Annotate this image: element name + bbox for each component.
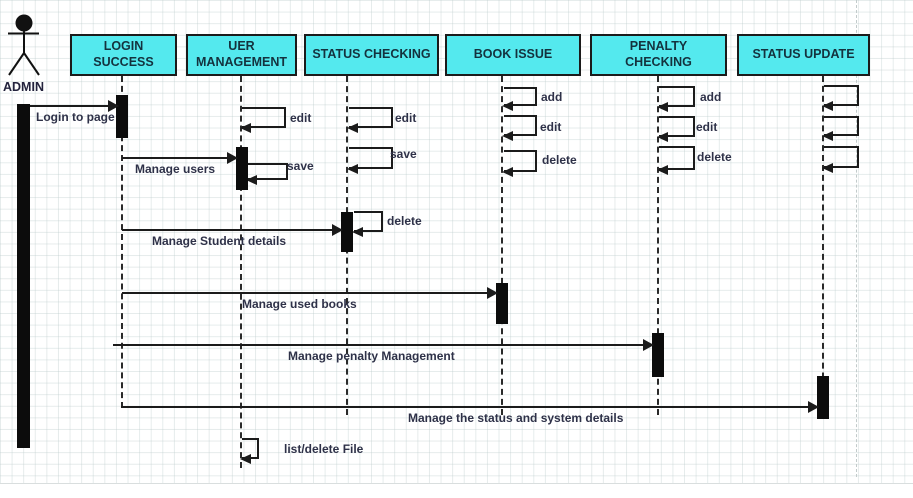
- message-manage-status-system-details: [121, 401, 819, 413]
- actor-label: ADMIN: [3, 80, 44, 94]
- lifeline-status-update: [822, 76, 824, 418]
- lifeline-uer-management: [240, 76, 242, 468]
- self-message-book-issue-add: [502, 87, 537, 111]
- self-message-label: edit: [290, 111, 312, 125]
- message-label: Manage used books: [242, 297, 357, 311]
- self-message-uer-list-delete-file: [240, 438, 259, 464]
- message-label: Manage the status and system details: [408, 411, 624, 425]
- lifeline-header-penalty-checking: PENALTY CHECKING: [590, 34, 727, 76]
- self-message-uer-edit: [240, 107, 286, 133]
- self-message-label: delete: [542, 153, 577, 167]
- self-message-status-update-2: [822, 116, 859, 141]
- page-boundary-horizontal: [0, 483, 913, 484]
- self-message-label: edit: [540, 120, 562, 134]
- self-message-label: edit: [395, 111, 417, 125]
- self-message-status-checking-save: [347, 147, 393, 174]
- self-message-label: delete: [387, 214, 422, 228]
- self-message-penalty-add: [657, 86, 695, 112]
- lifeline-header-uer-management: UER MANAGEMENT: [186, 34, 297, 76]
- activation-uer-management: [236, 147, 248, 190]
- lifeline-book-issue: [501, 76, 503, 415]
- actor-stick-figure-icon: [8, 14, 40, 76]
- lifeline-header-book-issue: BOOK ISSUE: [445, 34, 581, 76]
- activation-penalty-checking: [652, 333, 664, 377]
- lifeline-header-status-checking: STATUS CHECKING: [304, 34, 439, 76]
- activation-login-success: [116, 95, 128, 138]
- self-message-label: add: [700, 90, 722, 104]
- activation-status-update: [817, 376, 829, 419]
- lifeline-header-login-success: LOGIN SUCCESS: [70, 34, 177, 76]
- self-message-label: save: [287, 159, 314, 173]
- self-message-penalty-delete: [657, 146, 695, 175]
- activation-admin: [17, 104, 30, 448]
- message-login-to-page: [30, 100, 119, 112]
- activation-book-issue: [496, 283, 508, 324]
- lifeline-penalty-checking: [657, 76, 659, 415]
- message-manage-penalty-management: [113, 339, 654, 351]
- self-message-status-update-3: [822, 146, 859, 173]
- self-message-label: edit: [696, 120, 718, 134]
- message-label: Login to page: [36, 110, 115, 124]
- self-message-uer-save: [246, 163, 288, 185]
- message-manage-users: [122, 152, 238, 164]
- self-message-label: add: [541, 90, 563, 104]
- page-boundary-vertical: [856, 0, 857, 477]
- self-message-book-issue-delete: [502, 150, 537, 177]
- grid-background: [0, 0, 913, 483]
- self-message-status-checking-delete: [352, 211, 383, 237]
- message-manage-student-details: [122, 224, 343, 236]
- message-manage-used-books: [122, 287, 498, 299]
- self-message-status-update-1: [822, 85, 859, 111]
- lifeline-header-status-update: STATUS UPDATE: [737, 34, 870, 76]
- lifeline-login-success: [121, 76, 123, 408]
- self-message-status-checking-edit: [347, 107, 393, 133]
- self-message-book-issue-edit: [502, 115, 537, 141]
- message-label: Manage penalty Management: [288, 349, 455, 363]
- self-message-penalty-edit: [657, 116, 695, 142]
- self-message-label: list/delete File: [284, 442, 364, 456]
- self-message-label: delete: [697, 150, 732, 164]
- activation-status-checking: [341, 212, 353, 252]
- message-label: Manage Student details: [152, 234, 287, 248]
- self-message-label: save: [390, 147, 417, 161]
- message-label: Manage users: [135, 162, 216, 176]
